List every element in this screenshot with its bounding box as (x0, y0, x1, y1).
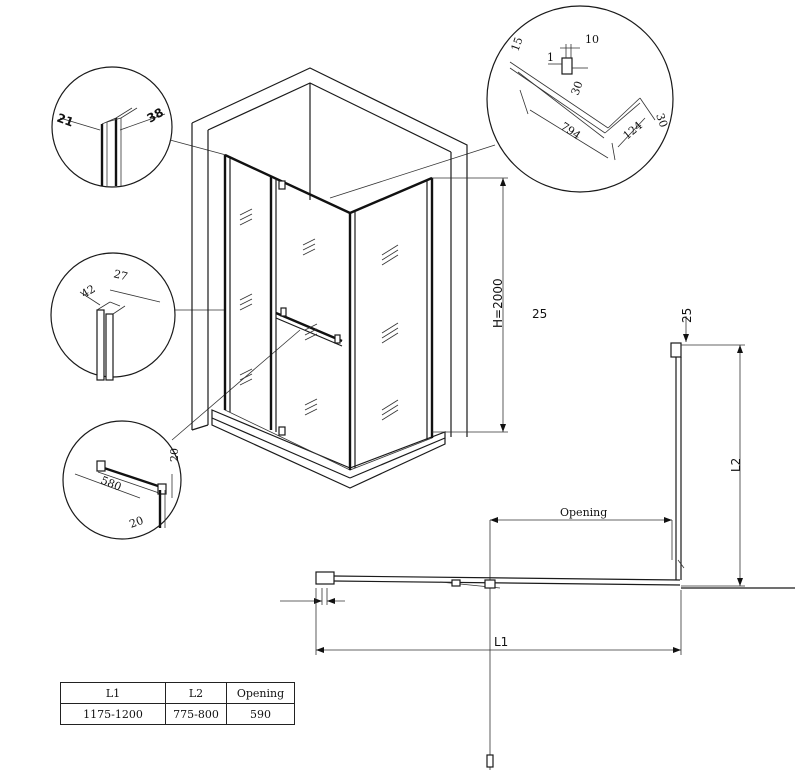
shower-enclosure-3d: H=2000 (191, 67, 508, 489)
dim-1: 1 (547, 51, 554, 64)
dimension-table: L1 L2 Opening 1175-1200 775-800 590 (60, 682, 295, 725)
dim-30-a: 30 (569, 79, 586, 97)
height-label: H=2000 (491, 278, 505, 328)
dim-15: 15 (509, 35, 526, 53)
plan-dim-25: 25 (680, 308, 694, 323)
detail-handle: 580 20 20 (62, 420, 182, 540)
table-cell-l2: 775-800 (165, 703, 227, 725)
side-note: 25 (532, 307, 547, 321)
dim-794: 794 (558, 120, 583, 143)
dim-27: 27 (112, 267, 129, 283)
plan-l2-label: L2 (729, 458, 743, 472)
detail-top-frame: 15 10 1 30 794 124 30 (486, 5, 674, 193)
plan-opening-label: Opening (560, 506, 607, 519)
detail-profile: 21 38 (51, 66, 173, 188)
dim-10: 10 (585, 33, 599, 46)
table-header-row: L1 L2 Opening (60, 682, 295, 704)
dim-20-b: 20 (128, 514, 146, 531)
dim-42: 42 (79, 282, 98, 300)
table-header-l1: L1 (60, 682, 166, 704)
dim-30-b: 30 (653, 112, 670, 130)
dim-21: 21 (55, 111, 75, 130)
dim-20-a: 20 (168, 448, 181, 462)
detail-jamb: 42 27 (50, 252, 176, 381)
leader-lines (169, 139, 496, 441)
table-cell-opening: 590 (226, 703, 295, 725)
table-header-l2: L2 (165, 682, 227, 704)
plan-l1-label: L1 (494, 635, 508, 649)
table-row: 1175-1200 775-800 590 (60, 703, 295, 725)
dim-38: 38 (145, 105, 166, 125)
table-header-opening: Opening (226, 682, 295, 704)
table-cell-l1: 1175-1200 (60, 703, 166, 725)
plan-view: 25 L2 Opening (280, 308, 795, 770)
